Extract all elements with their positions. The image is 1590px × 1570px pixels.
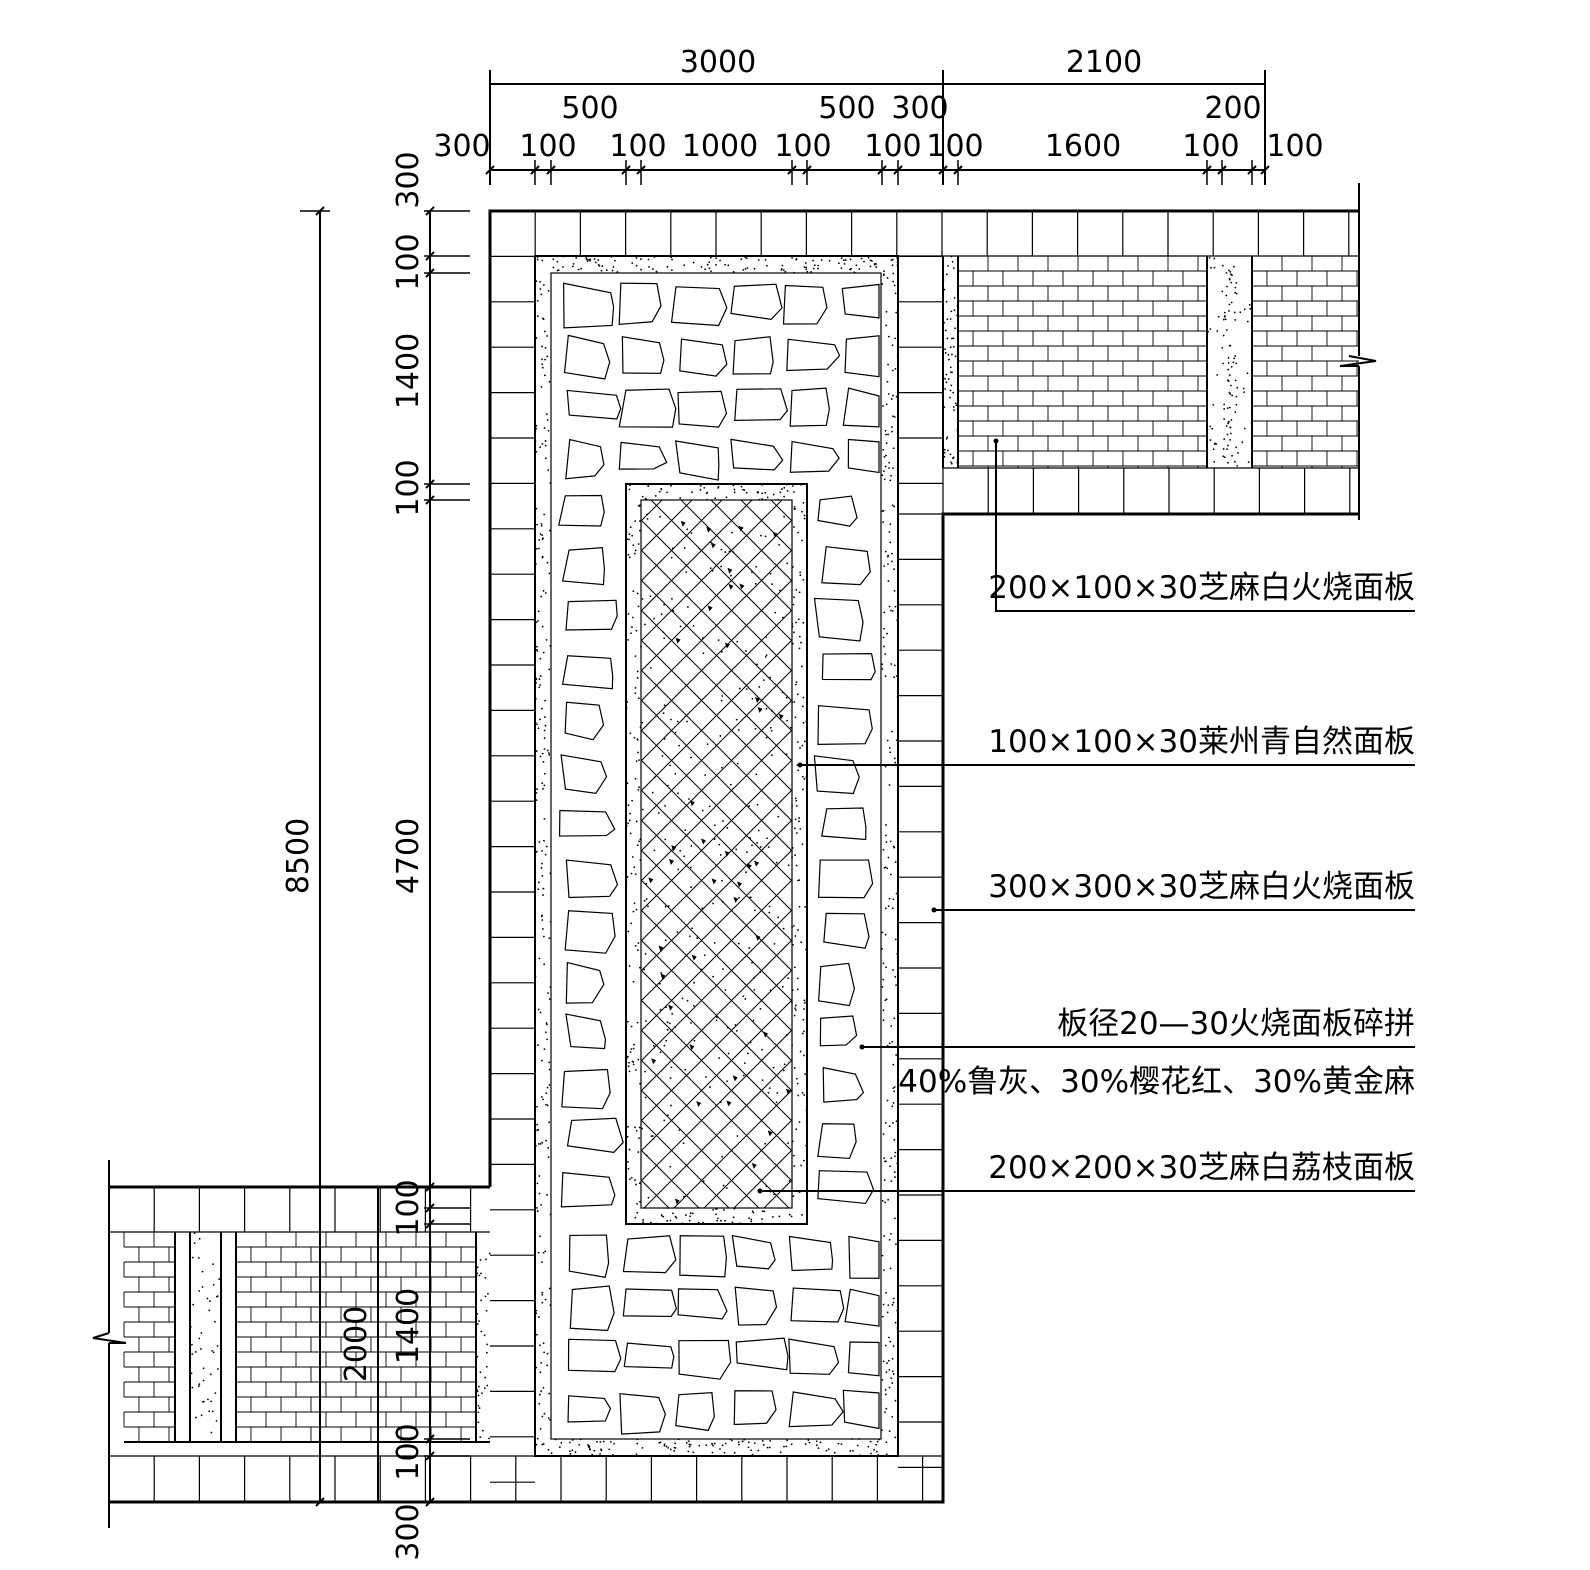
- material-callouts: 200×100×30芝麻白火烧面板 100×100×30莱州青自然面板 300×…: [757, 438, 1415, 1194]
- dim-300-top: 300: [391, 151, 426, 208]
- dim-1000: 1000: [682, 129, 758, 164]
- dim-100-c: 100: [774, 129, 831, 164]
- dim-1400-top: 1400: [391, 333, 426, 409]
- dim-100-d: 100: [864, 129, 921, 164]
- label-crazy-paving: 板径20—30火烧面板碎拼: [1057, 1006, 1415, 1042]
- label-200x100-sesame-white: 200×100×30芝麻白火烧面板: [988, 570, 1415, 606]
- dim-total-3000: 3000: [680, 45, 756, 80]
- dim-4700: 4700: [391, 818, 426, 894]
- dim-500-right: 500: [818, 91, 875, 126]
- dim-300-bottom: 300: [391, 1503, 426, 1560]
- dim-2000: 2000: [339, 1306, 374, 1382]
- speckle-strips-granite: [189, 255, 1253, 1457]
- label-100x100-laizhou-green: 100×100×30莱州青自然面板: [988, 724, 1415, 760]
- brick-pattern-lower-left: [123, 1231, 490, 1443]
- left-dimensions: 8500 2000 300 100 1400 100 4700 100 1400…: [281, 151, 426, 1560]
- crazy-paving-pattern: [558, 282, 880, 1435]
- dim-100-lower: 100: [391, 1179, 426, 1236]
- dim-100-mid: 100: [391, 459, 426, 516]
- dim-100-e: 100: [926, 129, 983, 164]
- plan-outline: [92, 183, 1377, 1528]
- dim-1600: 1600: [1045, 129, 1121, 164]
- label-200x200-lychee: 200×200×30芝麻白荔枝面板: [988, 1150, 1415, 1186]
- dim-100-b: 100: [609, 129, 666, 164]
- dim-1400-bottom: 1400: [391, 1288, 426, 1364]
- dim-100-bottom: 100: [391, 1423, 426, 1480]
- dim-300-a: 300: [433, 129, 490, 164]
- dim-8500: 8500: [281, 818, 316, 894]
- label-300x300-sesame-white: 300×300×30芝麻白火烧面板: [988, 869, 1415, 905]
- dim-200-right: 200: [1204, 91, 1261, 126]
- dimension-lines: [300, 70, 1270, 1507]
- label-crazy-paving-mix: 40%鲁灰、30%樱花红、30%黄金麻: [898, 1064, 1415, 1100]
- top-dimensions: 3000 2100 500 500 300 200 300 100 100 10…: [433, 45, 1323, 164]
- dim-100-top: 100: [391, 233, 426, 290]
- dim-100-g: 100: [1266, 129, 1323, 164]
- dim-total-2100: 2100: [1066, 45, 1142, 80]
- dim-100-a: 100: [519, 129, 576, 164]
- dim-300-mid: 300: [891, 91, 948, 126]
- brick-pattern-upper-right: [942, 255, 1359, 468]
- dim-500-left: 500: [561, 91, 618, 126]
- diagonal-tile-panel: [641, 500, 792, 1208]
- dim-100-f: 100: [1182, 129, 1239, 164]
